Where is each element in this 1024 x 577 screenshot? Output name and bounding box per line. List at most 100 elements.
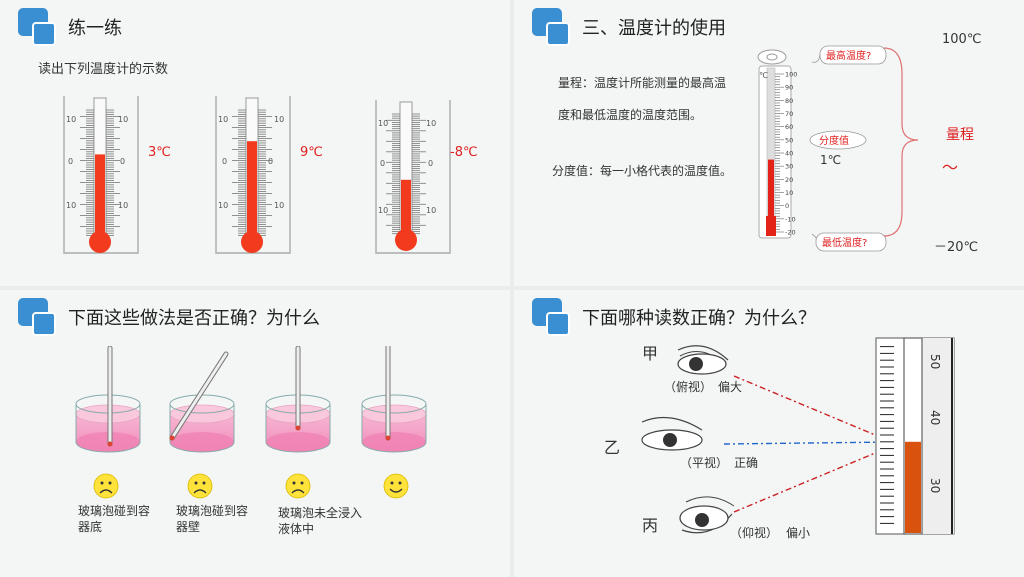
callout-division: 分度值 bbox=[819, 134, 849, 147]
caption-3-line-2: 液体中 bbox=[278, 522, 315, 536]
panel-title: 练一练 bbox=[68, 18, 122, 39]
tilde-label: ～ bbox=[942, 158, 959, 177]
panel-title: 下面哪种读数正确？为什么？ bbox=[582, 308, 816, 329]
thermometer-1 bbox=[107, 346, 113, 447]
view-mode-jia: （俯视） bbox=[664, 380, 713, 394]
scale-label: 90 bbox=[785, 84, 793, 92]
scale-label: 50 bbox=[785, 136, 793, 144]
sad-face-icon bbox=[93, 473, 119, 499]
min-temp-label: －20℃ bbox=[934, 240, 979, 255]
scale-label-50: 50 bbox=[928, 354, 942, 369]
panel-correct-usage: 下面这些做法是否正确？为什么 玻璃泡碰到容 器底 玻璃泡碰到容 器壁 玻璃泡未全… bbox=[0, 290, 510, 577]
tick-label: 10 bbox=[378, 206, 388, 215]
scale-label-40: 40 bbox=[928, 410, 942, 425]
tick-label: 0 bbox=[380, 159, 385, 168]
instruction-text: 读出下列温度计的示数 bbox=[38, 62, 169, 77]
view-mode-bing: （仰视） bbox=[730, 526, 779, 540]
tick-label: 10 bbox=[218, 201, 228, 210]
callout-max: 最高温度? bbox=[826, 49, 871, 62]
tick-label: 0 bbox=[68, 157, 73, 166]
scale-label: 0 bbox=[785, 202, 789, 210]
happy-face-icon bbox=[383, 473, 409, 499]
scale-label: -20 bbox=[785, 229, 796, 237]
scale-label-30: 30 bbox=[928, 478, 942, 493]
division-value: 1℃ bbox=[820, 153, 841, 167]
tick-label: 0 bbox=[222, 157, 227, 166]
thermometer-1: 10 10 0 0 10 10 bbox=[63, 96, 139, 254]
scale-label: -10 bbox=[785, 215, 796, 223]
scale-label: 20 bbox=[785, 176, 793, 184]
view-result-bing: 偏小 bbox=[786, 526, 811, 540]
tick-label: 10 bbox=[274, 115, 284, 124]
scale-label: 80 bbox=[785, 97, 793, 105]
beaker-illustrations bbox=[75, 346, 427, 453]
view-label-bing: 丙 bbox=[642, 516, 659, 535]
tick-label: 10 bbox=[118, 115, 128, 124]
thermometer-3 bbox=[295, 346, 301, 431]
caption-1-line-2: 器底 bbox=[78, 520, 103, 534]
reading-2: 9℃ bbox=[300, 145, 323, 160]
scale-label: 10 bbox=[785, 189, 793, 197]
tick-label: 10 bbox=[66, 201, 76, 210]
section-logo-icon bbox=[18, 8, 58, 46]
section-logo-icon bbox=[532, 298, 572, 336]
view-mode-yi: （平视） bbox=[680, 456, 729, 470]
reading-1: 3℃ bbox=[148, 145, 171, 160]
max-temp-label: 100℃ bbox=[942, 32, 982, 47]
caption-1-line-1: 玻璃泡碰到容 bbox=[78, 504, 151, 518]
tick-label: 10 bbox=[274, 201, 284, 210]
tick-label: 10 bbox=[118, 201, 128, 210]
tick-label: 10 bbox=[218, 115, 228, 124]
thermometer-2 bbox=[169, 351, 229, 441]
scale-label: 100 bbox=[785, 71, 797, 79]
panel-practice: 练一练 读出下列温度计的示数 10 10 0 0 10 10 3℃ 10 10 … bbox=[0, 0, 510, 286]
range-definition-2: 度和最低温度的温度范围。 bbox=[558, 108, 703, 122]
reading-3: -8℃ bbox=[450, 145, 478, 160]
sad-face-icon bbox=[187, 473, 213, 499]
division-definition: 分度值：每一小格代表的温度值。 bbox=[552, 164, 733, 178]
eye-looking-down-icon bbox=[677, 345, 729, 375]
range-definition-1: 量程：温度计所能测量的最高温 bbox=[558, 76, 727, 90]
scale-label: 60 bbox=[785, 123, 793, 131]
tick-label: 0 bbox=[120, 157, 125, 166]
panel-thermometer-usage: 三、温度计的使用 量程：温度计所能测量的最高温 度和最低温度的温度范围。 分度值… bbox=[514, 0, 1024, 286]
tick-label: 10 bbox=[378, 119, 388, 128]
panel-title: 三、温度计的使用 bbox=[582, 18, 726, 39]
tick-label: 10 bbox=[66, 115, 76, 124]
sight-lines: 50 40 30 bbox=[641, 337, 955, 535]
scale-label: 70 bbox=[785, 110, 793, 118]
thermometer-4 bbox=[385, 346, 391, 441]
scale-label: 30 bbox=[785, 163, 793, 171]
tick-label: 10 bbox=[426, 119, 436, 128]
range-brace bbox=[883, 47, 919, 237]
range-label: 量程 bbox=[946, 127, 974, 143]
tick-label: 0 bbox=[268, 157, 273, 166]
view-result-jia: 偏大 bbox=[718, 380, 743, 394]
beaker-1 bbox=[75, 346, 141, 453]
view-label-yi: 乙 bbox=[604, 438, 621, 457]
thermometer-2: 10 10 0 0 10 10 bbox=[215, 96, 291, 254]
beaker-3 bbox=[265, 346, 331, 453]
section-logo-icon bbox=[532, 8, 572, 46]
eye-level-icon bbox=[641, 416, 703, 451]
eye-looking-up-icon bbox=[679, 496, 735, 534]
caption-3-line-1: 玻璃泡未全浸入 bbox=[278, 506, 363, 520]
thermometer-3: 10 10 0 0 10 10 bbox=[375, 100, 451, 254]
caption-2-line-1: 玻璃泡碰到容 bbox=[176, 504, 249, 518]
callouts: 最高温度? 分度值 1℃ 最低温度? bbox=[809, 45, 887, 252]
tick-label: 10 bbox=[426, 206, 436, 215]
view-label-jia: 甲 bbox=[642, 344, 659, 363]
section-logo-icon bbox=[18, 298, 58, 336]
beaker-4 bbox=[361, 346, 427, 453]
faces-row bbox=[93, 473, 409, 499]
view-result-yi: 正确 bbox=[734, 456, 759, 470]
scale-thermometer: 50 40 30 bbox=[875, 337, 955, 535]
panel-reading-method: 下面哪种读数正确？为什么？ bbox=[514, 290, 1024, 577]
panel-title: 下面这些做法是否正确？为什么 bbox=[68, 308, 320, 329]
sad-face-icon bbox=[285, 473, 311, 499]
tick-label: 0 bbox=[428, 159, 433, 168]
beaker-2 bbox=[169, 351, 235, 453]
scale-label: 40 bbox=[785, 150, 793, 158]
caption-2-line-2: 器壁 bbox=[176, 520, 201, 534]
